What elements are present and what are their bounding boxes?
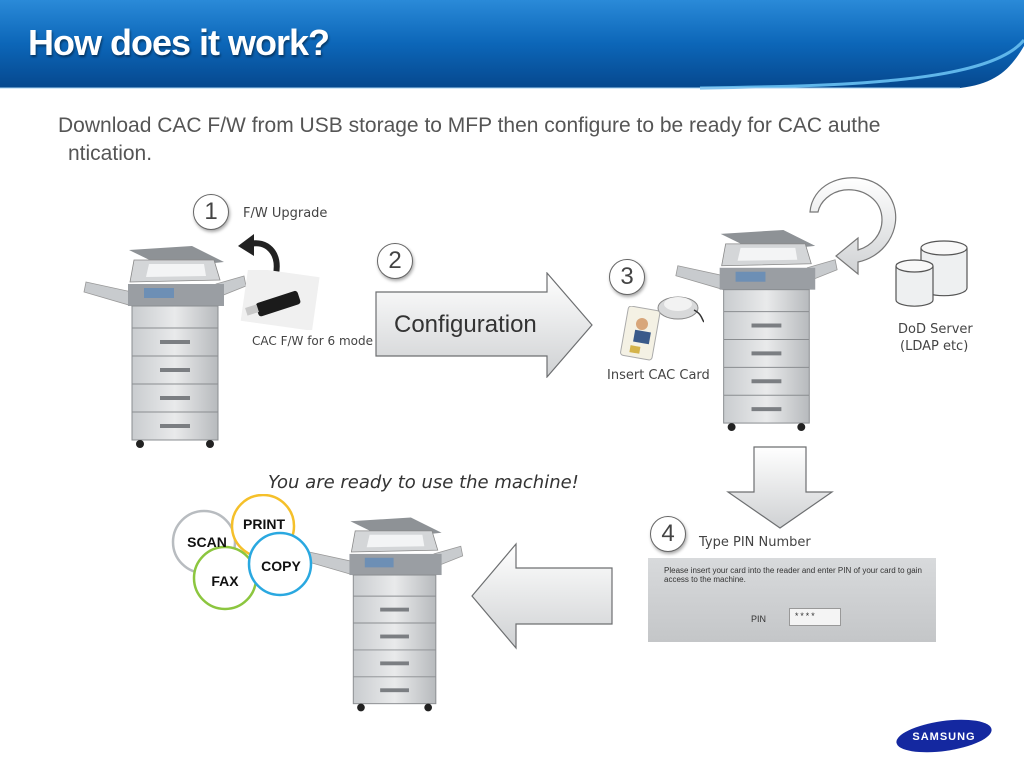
configuration-label: Configuration	[394, 311, 537, 338]
database-server-icon	[895, 240, 968, 307]
pin-field-label: PIN	[751, 614, 767, 624]
down-arrow-shape	[726, 446, 834, 529]
cac-card-icon	[620, 306, 661, 361]
step-1-caption: CAC F/W for 6 mode	[252, 334, 373, 348]
pin-input[interactable]: ****	[789, 608, 841, 626]
step-3-badge: 3	[609, 259, 645, 295]
upgrade-curved-arrow-icon	[238, 234, 280, 275]
usb-drive-icon	[240, 270, 320, 330]
copy-circle	[247, 531, 313, 597]
slide-subtitle: Download CAC F/W from USB storage to MFP…	[58, 112, 968, 168]
pin-screen-message: Please insert your card into the reader …	[664, 566, 922, 584]
ready-message: You are ready to use the machine!	[268, 472, 579, 493]
pin-entry-screen	[648, 558, 936, 642]
configuration-arrow-shape	[375, 272, 593, 378]
function-label-scan: SCAN	[187, 534, 227, 550]
header-bar	[0, 0, 1024, 90]
server-label-line1: DoD Server	[898, 322, 973, 337]
card-reader-icon	[657, 296, 704, 323]
step-2-badge: 2	[377, 243, 413, 279]
subtitle-line-1: Download CAC F/W from USB storage to MFP…	[58, 114, 881, 137]
step-1-label: F/W Upgrade	[243, 206, 328, 221]
function-label-print: PRINT	[243, 516, 285, 532]
step-3-caption: Insert CAC Card	[607, 368, 710, 383]
function-label-copy: COPY	[261, 558, 301, 574]
left-arrow-shape	[471, 542, 613, 650]
step-1-badge: 1	[193, 194, 229, 230]
samsung-logo-text: SAMSUNG	[912, 731, 975, 743]
samsung-logo: SAMSUNG	[896, 719, 992, 753]
slide-title: How does it work?	[28, 22, 330, 63]
function-circles	[171, 494, 313, 611]
function-label-fax: FAX	[211, 573, 239, 589]
subtitle-line-2: ntication.	[68, 142, 153, 165]
server-label-line2: (LDAP etc)	[900, 339, 969, 354]
mfp-image-ready	[289, 504, 479, 720]
step-4-label: Type PIN Number	[699, 535, 811, 550]
step-4-badge: 4	[650, 516, 686, 552]
refresh-circular-arrow-icon	[809, 177, 897, 276]
